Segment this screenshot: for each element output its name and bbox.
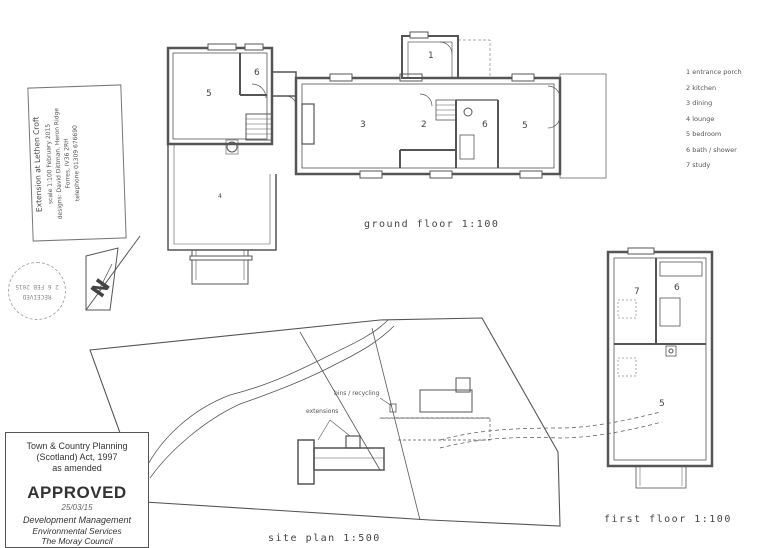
ff-stove xyxy=(665,345,677,357)
ff-room-7: 7 xyxy=(634,287,640,297)
gf-stove xyxy=(226,141,238,153)
ff-room-5: 5 xyxy=(659,399,665,409)
gf-window xyxy=(207,43,237,51)
gf-room-4: 4 xyxy=(218,193,222,200)
ff-bath-tub xyxy=(659,261,703,277)
site-track xyxy=(144,319,389,471)
legend-item: 7 study xyxy=(686,161,711,169)
ff-balcony xyxy=(635,465,687,489)
gf-room-5-left: 5 xyxy=(206,89,212,99)
received-date-stamp: 2 6 FEB 2015 RECEIVED xyxy=(8,262,66,320)
gf-room-5-right: 5 xyxy=(522,121,528,131)
date-stamp-label: RECEIVED xyxy=(22,293,52,300)
ff-outer-wall xyxy=(606,250,714,468)
title-block-text: Extension at Lethen Croft scale 1:100 Fe… xyxy=(30,87,123,240)
stamp-act-line2: (Scotland) Act, 1997 xyxy=(36,452,118,462)
gf-window xyxy=(329,73,353,82)
stamp-date: 25/03/15 xyxy=(61,503,93,512)
gf-room-6-right: 6 xyxy=(482,120,488,130)
legend-item: 4 lounge xyxy=(686,114,715,123)
stamp-act-line3: as amended xyxy=(52,463,102,473)
site-label-extensions: extensions xyxy=(306,408,339,415)
stamp-dept2: Environmental Services xyxy=(32,526,122,536)
first-floor-title: first floor 1:100 xyxy=(604,514,732,525)
legend-item: 1 entrance porch xyxy=(686,68,742,76)
site-outbuilding xyxy=(419,389,473,413)
gf-room-1: 1 xyxy=(428,51,434,61)
site-plan-title: site plan 1:500 xyxy=(268,533,381,544)
gf-room-3: 3 xyxy=(360,120,366,130)
legend-item: 6 bath / shower xyxy=(686,145,737,154)
ground-floor-title: ground floor 1:100 xyxy=(364,219,500,230)
gf-window xyxy=(359,170,383,179)
gf-wc xyxy=(463,107,473,117)
first-floor-plan xyxy=(606,247,714,489)
gf-terrace xyxy=(559,73,607,179)
gf-window xyxy=(519,170,543,179)
site-path xyxy=(439,411,661,441)
site-house-left-wing xyxy=(297,439,315,485)
gf-porch-door-swing xyxy=(439,41,453,55)
room-legend: 1 entrance porch 2 kitchen 3 dining 4 lo… xyxy=(686,68,742,177)
stamp-act-line1: Town & Country Planning xyxy=(26,441,128,451)
title-block: Extension at Lethen Croft scale 1:100 Fe… xyxy=(27,84,127,242)
approval-stamp: Town & Country Planning (Scotland) Act, … xyxy=(5,432,149,548)
gf-sunroom xyxy=(191,250,249,285)
ff-shower xyxy=(659,297,681,327)
gf-fireplace xyxy=(301,103,315,145)
legend-item: 5 bedroom xyxy=(686,130,722,138)
gf-window xyxy=(429,170,453,179)
ff-rooflight xyxy=(617,299,637,319)
gf-window xyxy=(244,43,264,51)
gf-main-house-wall xyxy=(294,76,562,176)
gf-shower xyxy=(459,134,475,160)
site-boundary xyxy=(89,317,561,527)
gf-link xyxy=(271,71,297,97)
site-bins xyxy=(389,403,397,413)
gf-lounge-wall xyxy=(167,144,277,251)
gf-room-2: 2 xyxy=(421,120,427,130)
stamp-council: The Moray Council xyxy=(41,536,113,546)
gf-stair xyxy=(245,113,273,141)
north-arrow-box xyxy=(85,247,119,311)
gf-room-6-left: 6 xyxy=(254,68,260,78)
north-arrow xyxy=(85,235,141,311)
ff-room-6: 6 xyxy=(674,283,680,293)
gf-window xyxy=(511,73,535,82)
site-label-bins: bins / recycling xyxy=(334,390,380,397)
stamp-approved: APPROVED xyxy=(27,483,127,502)
date-stamp-date: 2 6 FEB 2015 xyxy=(15,283,59,290)
legend-item: 2 kitchen xyxy=(686,83,717,92)
stamp-dept1: Development Management xyxy=(22,515,132,525)
legend-item: 3 dining xyxy=(686,99,713,107)
site-plan xyxy=(89,317,663,527)
ground-floor-plan xyxy=(166,31,607,285)
